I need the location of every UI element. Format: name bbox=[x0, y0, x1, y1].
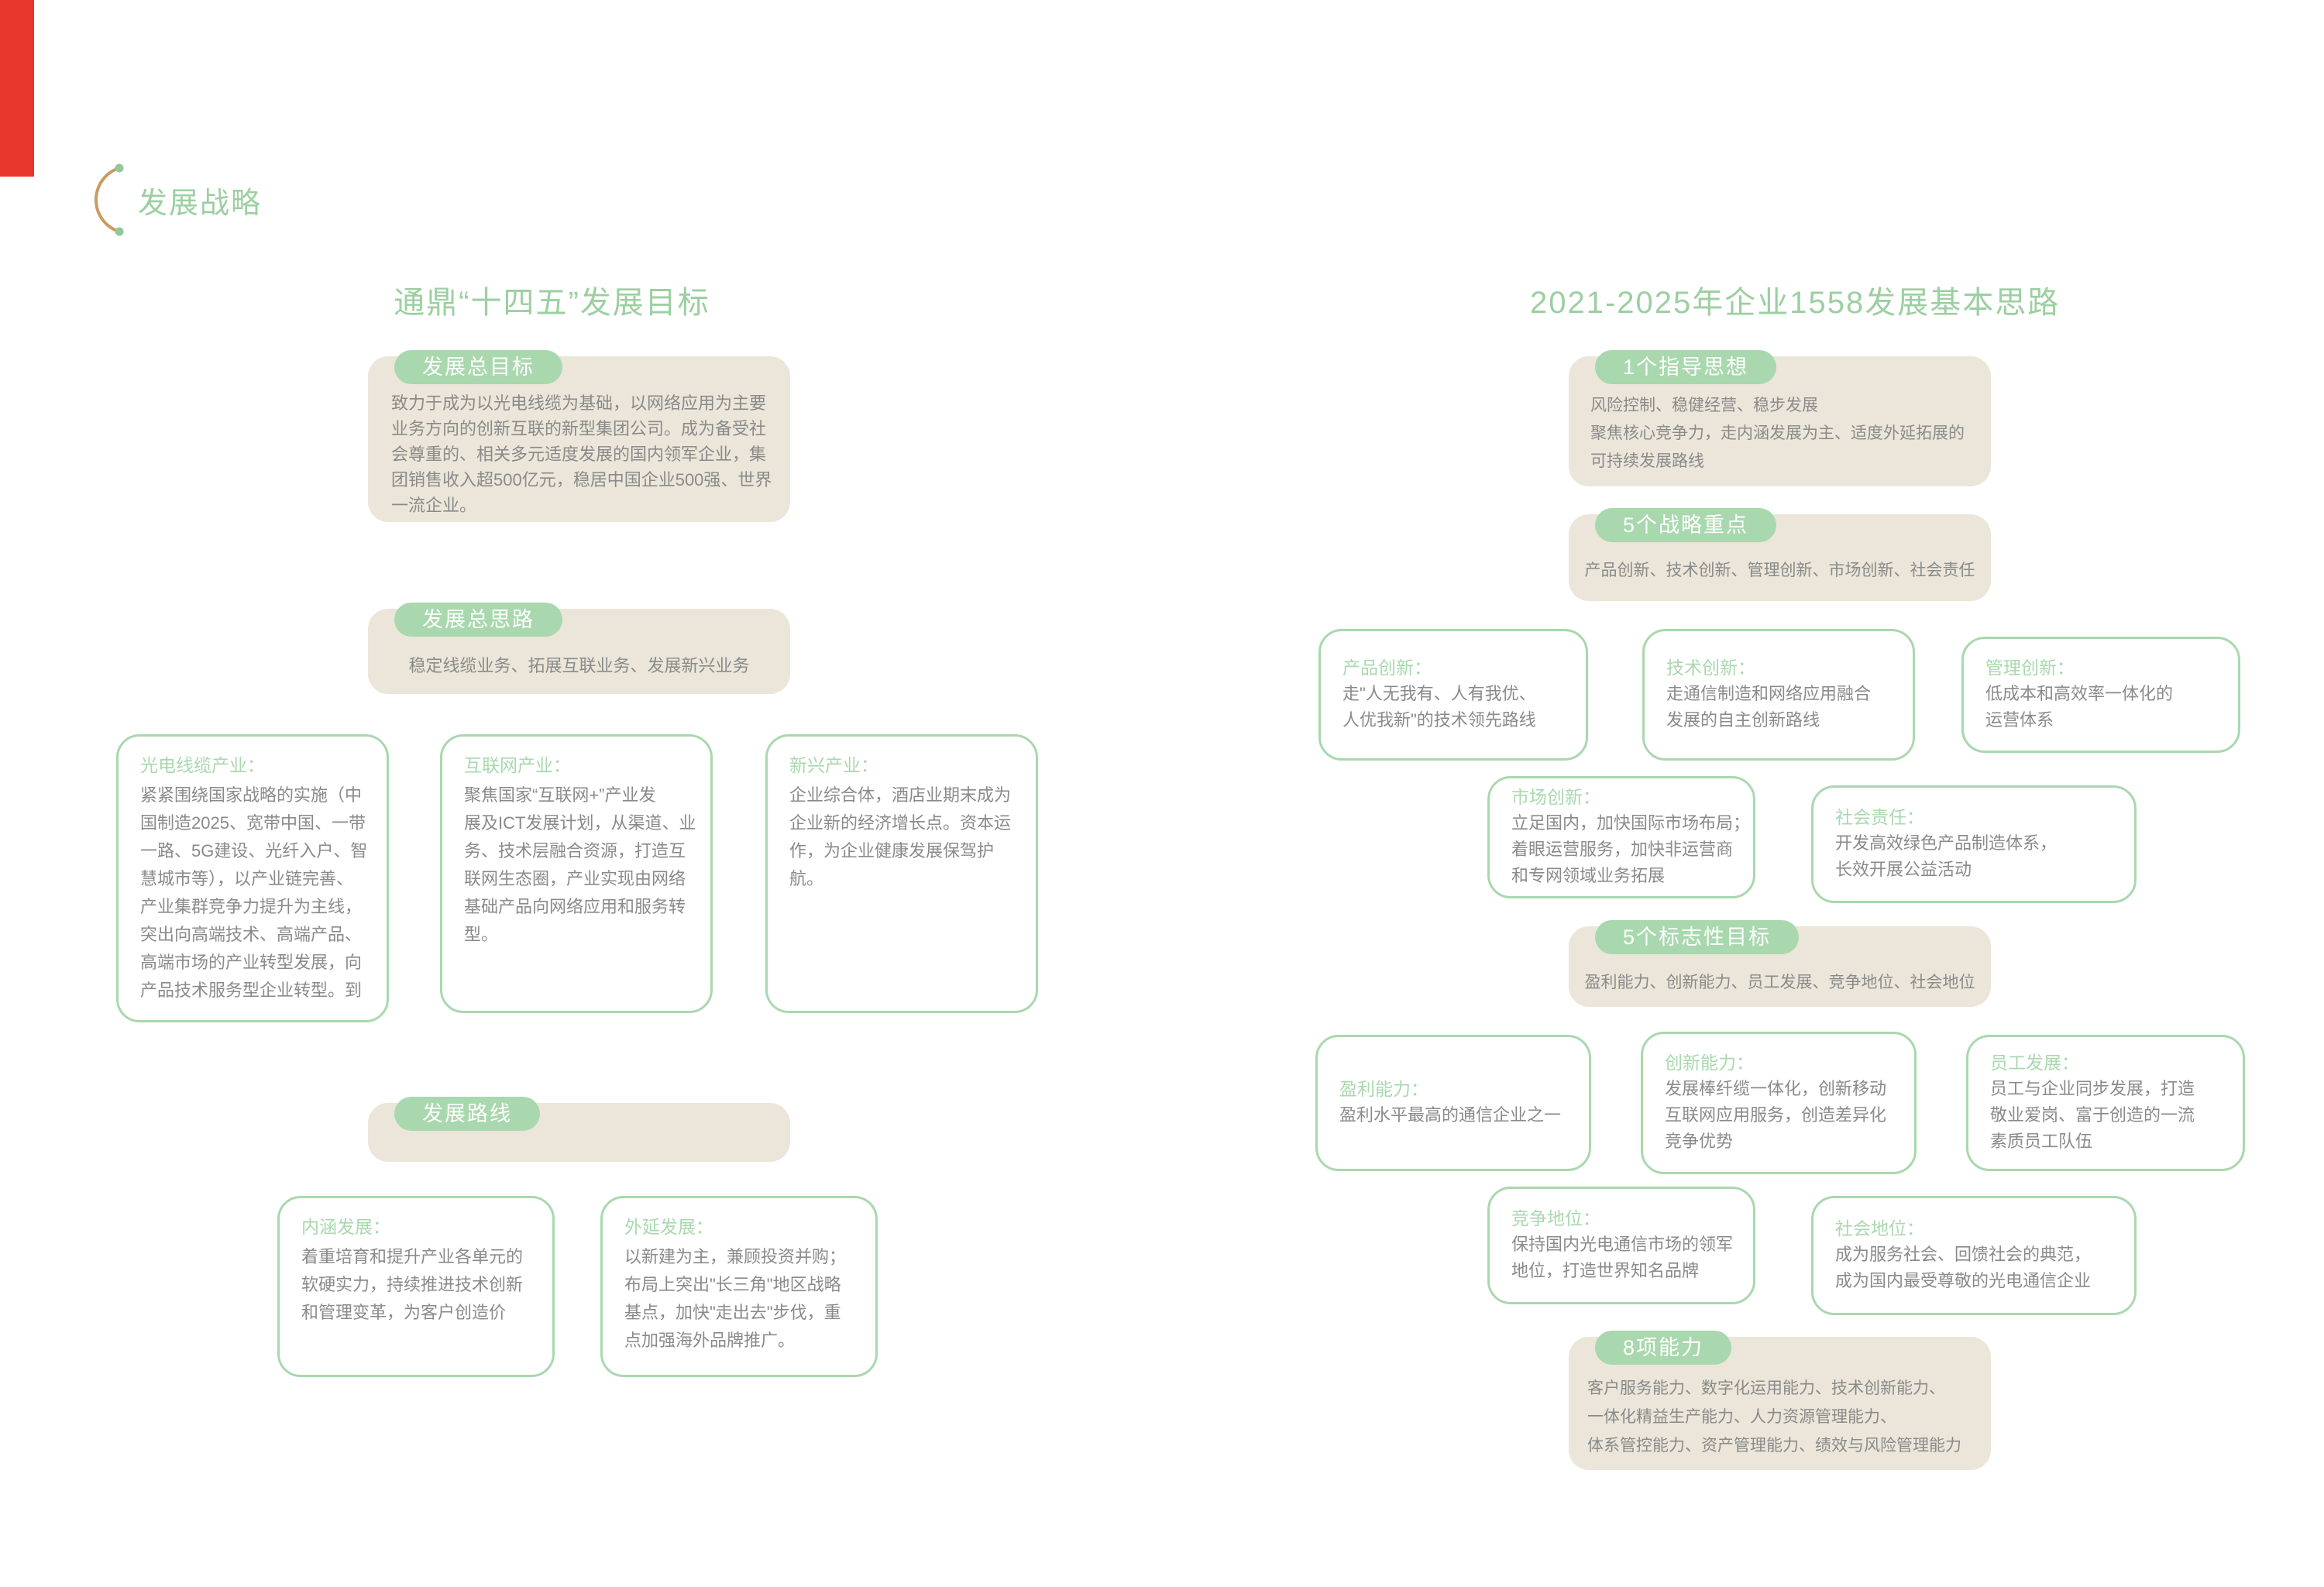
card-internet-industry-text: 聚焦国家“互联网+”产业发展及ICT发展计划，从渠道、业务、技术层融合资源，打造… bbox=[464, 785, 696, 944]
card-profitability-label: 盈利能力： bbox=[1339, 1079, 1428, 1099]
panel-development-overall-approach: 发展总思路 稳定线缆业务、拓展互联业务、发展新兴业务 bbox=[368, 603, 790, 694]
development-overall-approach-text: 稳定线缆业务、拓展互联业务、发展新兴业务 bbox=[408, 656, 750, 675]
card-optical-cable-industry-label: 光电线缆产业： bbox=[140, 755, 265, 775]
panel-development-route: 发展路线 bbox=[368, 1097, 790, 1162]
card-management-innovation: 管理创新： 低成本和高效率一体化的运营体系 bbox=[1961, 637, 2240, 753]
card-product-innovation-label: 产品创新： bbox=[1342, 658, 1432, 678]
card-social-status: 社会地位： 成为服务社会、回馈社会的典范，成为国内最受尊敬的光电通信企业 bbox=[1811, 1196, 2137, 1315]
section-header: 发展战略 bbox=[84, 161, 262, 239]
strategic-priorities-text: 产品创新、技术创新、管理创新、市场创新、社会责任 bbox=[1584, 562, 1975, 579]
development-overall-goal-text: 致力于成为以光电线缆为基础，以网络应用为主要业务方向的创新互联的新型集团公司。成… bbox=[391, 393, 772, 515]
panel-eight-capabilities: 8项能力 客户服务能力、数字化运用能力、技术创新能力、一体化精益生产能力、人力资… bbox=[1569, 1331, 1991, 1470]
card-employee-development-label: 员工发展： bbox=[1990, 1053, 2079, 1073]
left-column-title: 通鼎“十四五”发展目标 bbox=[394, 286, 710, 320]
card-emerging-industry-label: 新兴产业： bbox=[789, 755, 878, 775]
card-connotative-development: 内涵发展： 着重培育和提升产业各单元的软硬实力，持续推进技术创新和管理变革，为客… bbox=[277, 1196, 555, 1377]
eight-capabilities-text: 客户服务能力、数字化运用能力、技术创新能力、一体化精益生产能力、人力资源管理能力… bbox=[1587, 1379, 1961, 1455]
card-management-innovation-text: 低成本和高效率一体化的运营体系 bbox=[1985, 684, 2174, 730]
panel-guiding-ideology: 1个指导思想 风险控制、稳健经营、稳步发展聚焦核心竞争力，走内涵发展为主、适度外… bbox=[1569, 350, 1991, 486]
card-innovation-capability-text: 发展棒纤缆一体化，创新移动互联网应用服务，创造差异化竞争优势 bbox=[1665, 1079, 1887, 1151]
card-market-innovation: 市场创新： 立足国内，加快国际市场布局；着眼运营服务，加快非运营商和专网领域业务… bbox=[1487, 776, 1755, 898]
panel-strategic-priorities: 5个战略重点 产品创新、技术创新、管理创新、市场创新、社会责任 bbox=[1569, 508, 1991, 601]
card-competitive-position-text: 保持国内光电通信市场的领军地位，打造世界知名品牌 bbox=[1511, 1235, 1734, 1280]
page-edge-marker bbox=[0, 0, 34, 177]
pill-development-route: 发展路线 bbox=[394, 1097, 540, 1131]
card-extensional-development-label: 外延发展： bbox=[624, 1217, 713, 1237]
card-social-responsibility-text: 开发高效绿色产品制造体系，长效开展公益活动 bbox=[1835, 833, 2058, 879]
card-competitive-position-label: 竞争地位： bbox=[1511, 1208, 1600, 1228]
card-employee-development: 员工发展： 员工与企业同步发展，打造敬业爱岗、富于创造的一流素质员工队伍 bbox=[1966, 1035, 2245, 1171]
card-profitability-text: 盈利水平最高的通信企业之一 bbox=[1339, 1105, 1562, 1125]
card-technology-innovation-label: 技术创新： bbox=[1666, 658, 1755, 678]
card-innovation-capability: 创新能力： 发展棒纤缆一体化，创新移动互联网应用服务，创造差异化竞争优势 bbox=[1641, 1032, 1917, 1174]
pill-development-overall-goal: 发展总目标 bbox=[394, 350, 562, 384]
right-column-title: 2021-2025年企业1558发展基本思路 bbox=[1530, 286, 2061, 320]
page-title: 发展战略 bbox=[138, 187, 263, 220]
card-market-innovation-text: 立足国内，加快国际市场布局；着眼运营服务，加快非运营商和专网领域业务拓展 bbox=[1511, 813, 1751, 885]
card-social-status-label: 社会地位： bbox=[1835, 1218, 1924, 1238]
card-employee-development-text: 员工与企业同步发展，打造敬业爱岗、富于创造的一流素质员工队伍 bbox=[1990, 1079, 2195, 1151]
card-profitability: 盈利能力： 盈利水平最高的通信企业之一 bbox=[1315, 1035, 1591, 1171]
card-product-innovation-text: 走"人无我有、人有我优、人优我新"的技术领先路线 bbox=[1342, 684, 1536, 730]
panel-landmark-goals: 5个标志性目标 盈利能力、创新能力、员工发展、竞争地位、社会地位 bbox=[1569, 920, 1991, 1007]
guiding-ideology-text: 风险控制、稳健经营、稳步发展聚焦核心竞争力，走内涵发展为主、适度外延拓展的可持续… bbox=[1590, 397, 1965, 470]
card-innovation-capability-label: 创新能力： bbox=[1665, 1053, 1754, 1073]
card-social-status-text: 成为服务社会、回馈社会的典范，成为国内最受尊敬的光电通信企业 bbox=[1835, 1245, 2092, 1290]
card-extensional-development: 外延发展： 以新建为主，兼顾投资并购；布局上突出"长三角"地区战略基点，加快"走… bbox=[600, 1196, 878, 1377]
card-emerging-industry-text: 企业综合体，酒店业期末成为企业新的经济增长点。资本运作，为企业健康发展保驾护航。 bbox=[789, 785, 1012, 888]
card-product-innovation: 产品创新： 走"人无我有、人有我优、人优我新"的技术领先路线 bbox=[1318, 629, 1588, 761]
pill-eight-capabilities: 8项能力 bbox=[1595, 1331, 1732, 1365]
card-internet-industry: 互联网产业： 聚焦国家“互联网+”产业发展及ICT发展计划，从渠道、业务、技术层… bbox=[440, 734, 713, 1013]
landmark-goals-text: 盈利能力、创新能力、员工发展、竞争地位、社会地位 bbox=[1584, 974, 1975, 991]
pill-strategic-priorities: 5个战略重点 bbox=[1595, 508, 1777, 542]
card-market-innovation-label: 市场创新： bbox=[1511, 787, 1600, 807]
card-optical-cable-industry: 光电线缆产业： 紧紧围绕国家战略的实施（中国制造2025、宽带中国、一带一路、5… bbox=[116, 734, 389, 1022]
pill-guiding-ideology: 1个指导思想 bbox=[1595, 350, 1777, 384]
card-competitive-position: 竞争地位： 保持国内光电通信市场的领军地位，打造世界知名品牌 bbox=[1487, 1187, 1755, 1304]
card-social-responsibility: 社会责任： 开发高效绿色产品制造体系，长效开展公益活动 bbox=[1811, 785, 2137, 903]
card-internet-industry-label: 互联网产业： bbox=[464, 755, 571, 775]
card-extensional-development-text: 以新建为主，兼顾投资并购；布局上突出"长三角"地区战略基点，加快"走出去"步伐，… bbox=[624, 1247, 847, 1350]
pill-development-overall-approach: 发展总思路 bbox=[394, 603, 562, 637]
section-bracket-icon bbox=[94, 163, 124, 236]
card-optical-cable-industry-text: 紧紧围绕国家战略的实施（中国制造2025、宽带中国、一带一路、5G建设、光纤入户… bbox=[140, 785, 368, 1000]
card-emerging-industry: 新兴产业： 企业综合体，酒店业期末成为企业新的经济增长点。资本运作，为企业健康发… bbox=[765, 734, 1038, 1013]
pill-landmark-goals: 5个标志性目标 bbox=[1595, 920, 1800, 954]
card-social-responsibility-label: 社会责任： bbox=[1835, 807, 1924, 827]
card-technology-innovation: 技术创新： 走通信制造和网络应用融合发展的自主创新路线 bbox=[1642, 629, 1915, 761]
card-connotative-development-text: 着重培育和提升产业各单元的软硬实力，持续推进技术创新和管理变革，为客户创造价 bbox=[301, 1247, 524, 1322]
card-connotative-development-label: 内涵发展： bbox=[301, 1217, 390, 1237]
panel-development-overall-goal: 发展总目标 致力于成为以光电线缆为基础，以网络应用为主要业务方向的创新互联的新型… bbox=[368, 350, 790, 522]
card-management-innovation-label: 管理创新： bbox=[1985, 658, 2075, 678]
card-technology-innovation-text: 走通信制造和网络应用融合发展的自主创新路线 bbox=[1666, 684, 1872, 730]
